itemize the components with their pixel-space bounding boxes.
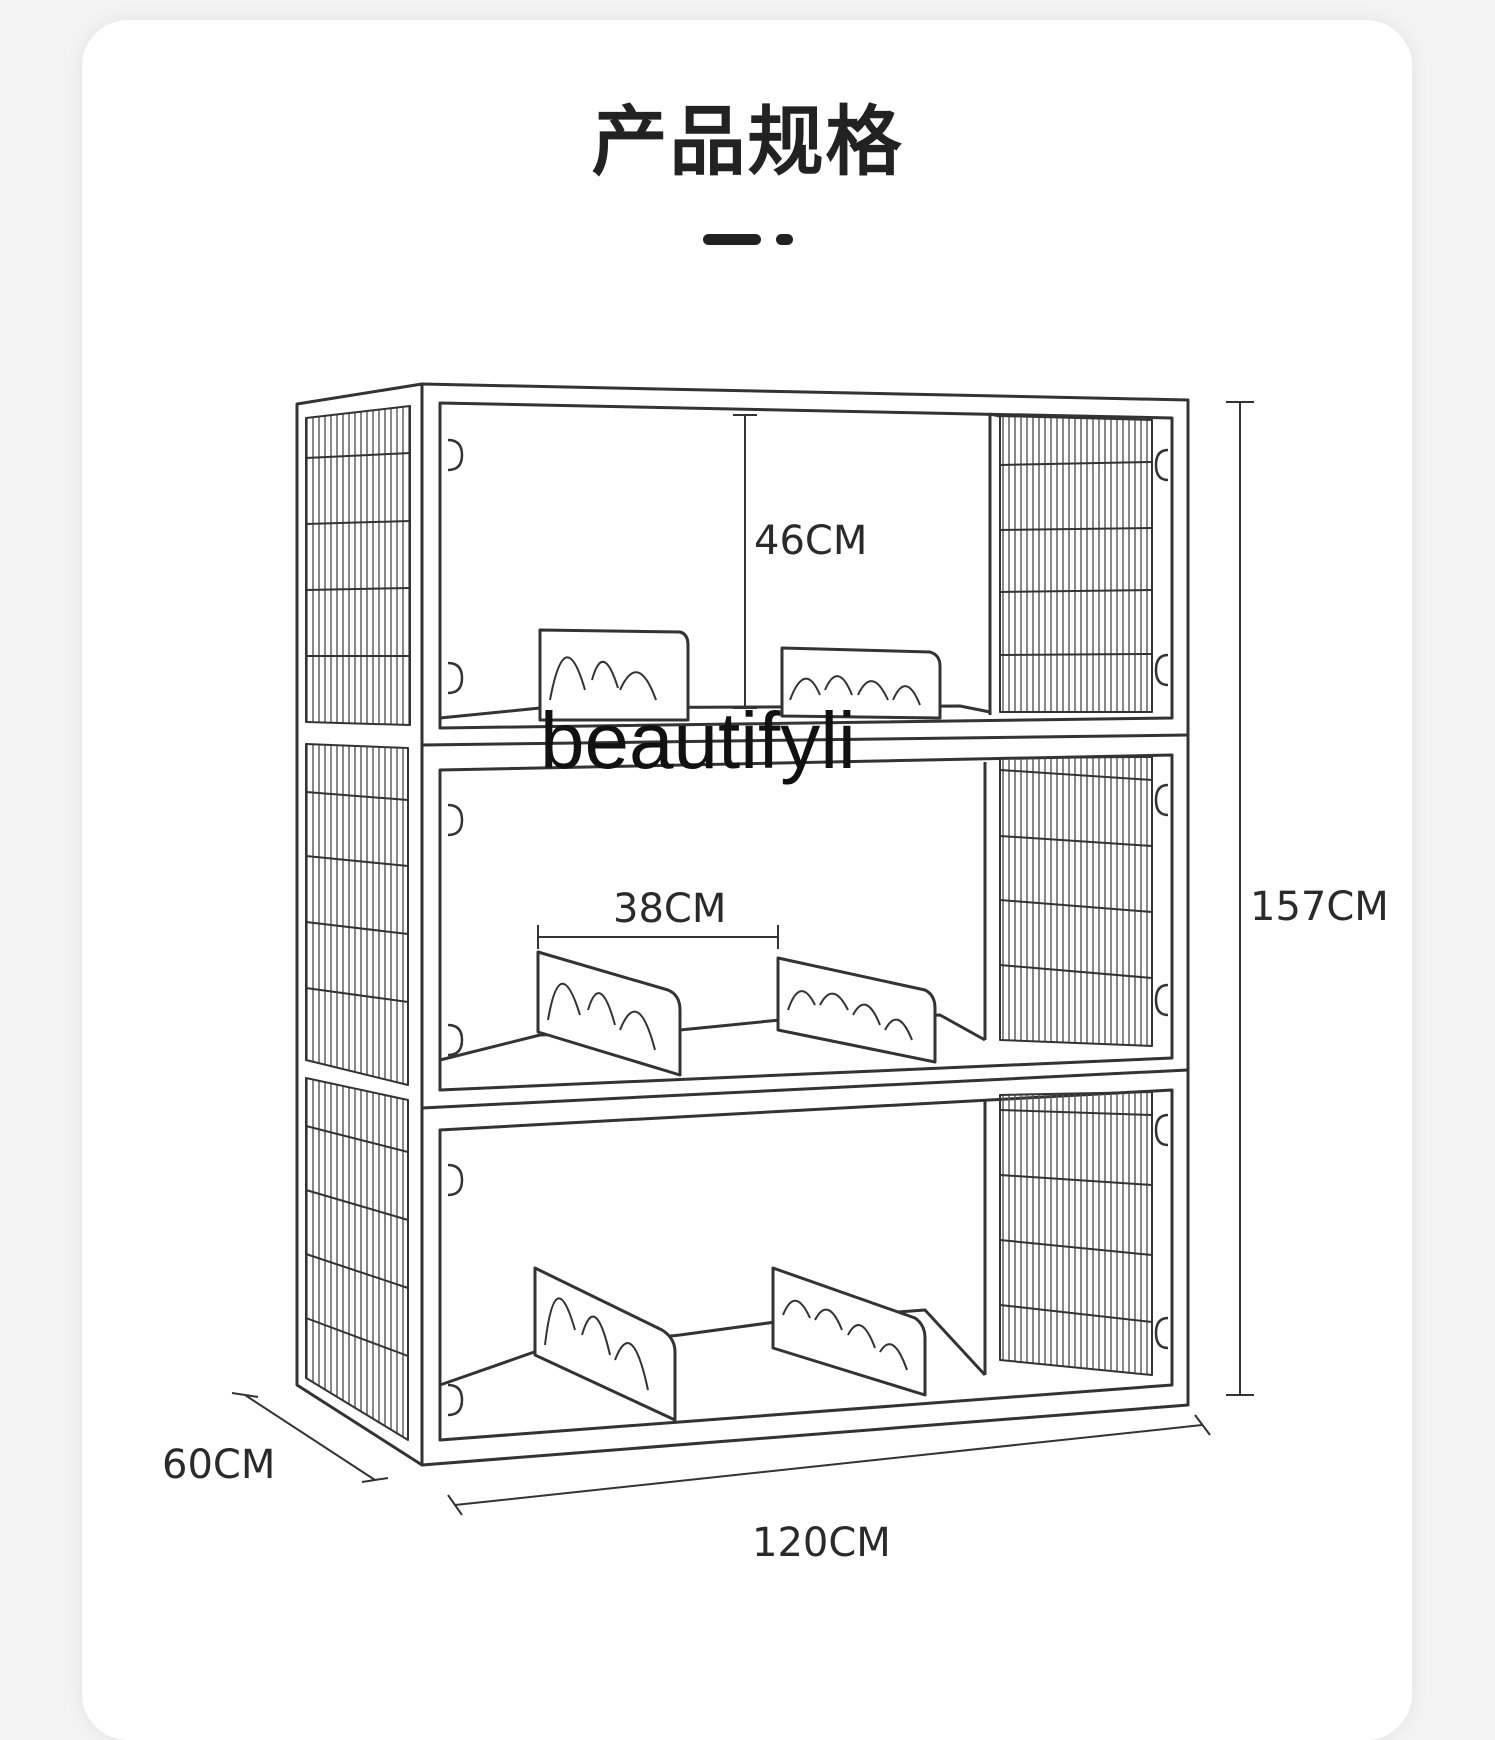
width-label: 120CM — [752, 1520, 891, 1566]
title-underline-dot — [776, 234, 793, 245]
shelf-top — [421, 401, 1189, 747]
divider-spacing-label: 38CM — [613, 886, 727, 932]
left-mesh-panels — [305, 405, 411, 1441]
shelf-height-label: 46CM — [754, 518, 868, 564]
shelf-bottom — [438, 1088, 1174, 1442]
total-height-label: 157CM — [1250, 884, 1389, 930]
divider-top-right — [780, 646, 942, 720]
watermark-text: beautifyli — [540, 696, 856, 785]
page-title: 产品规格 — [591, 97, 904, 186]
title-underline-dash — [703, 234, 761, 245]
cabinet-front-frame — [420, 382, 1190, 1467]
divider-bottom-left — [533, 1266, 677, 1422]
divider-mid-left — [536, 950, 682, 1077]
depth-label: 60CM — [162, 1442, 276, 1488]
shelf-middle — [421, 753, 1189, 1110]
dimension-lines — [231, 401, 1254, 1516]
